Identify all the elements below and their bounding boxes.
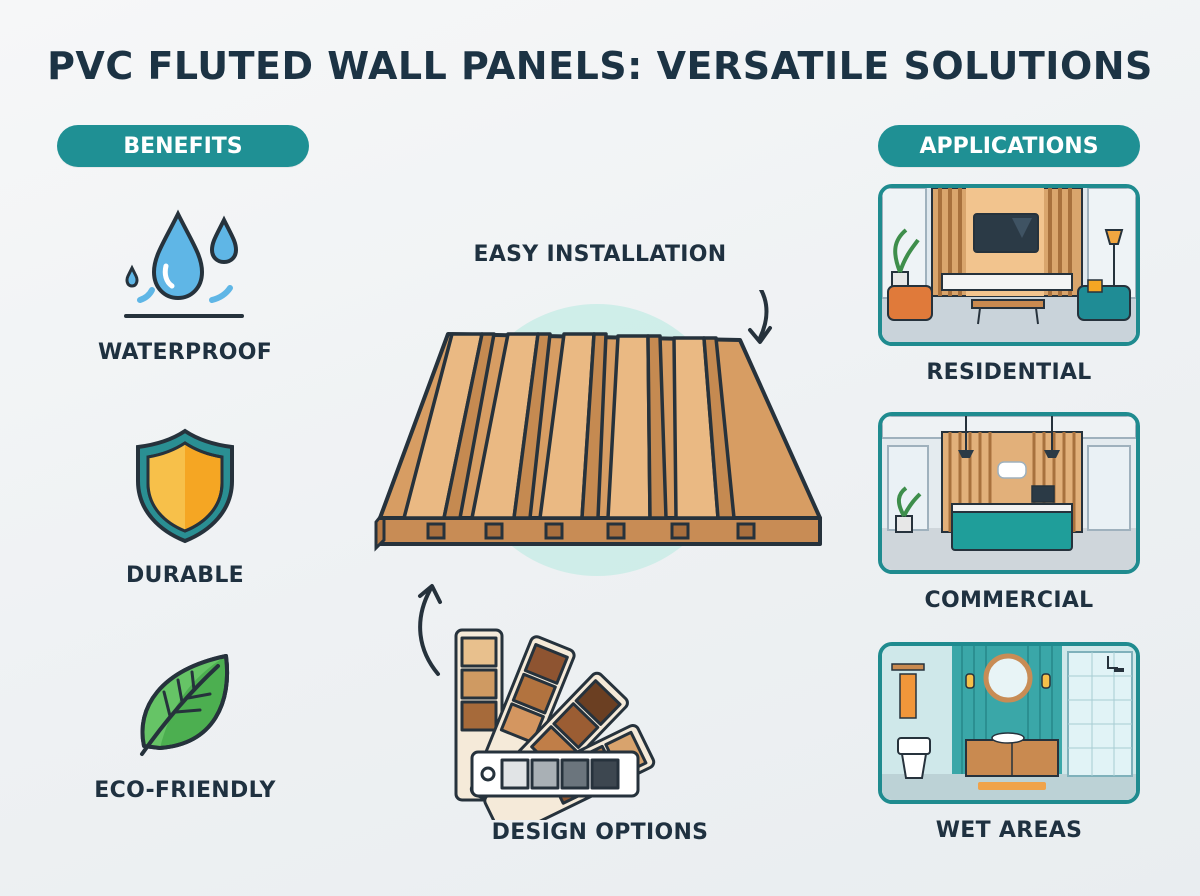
water-drops-icon bbox=[124, 209, 244, 318]
fluted-panel-illustration bbox=[374, 290, 822, 820]
shield-icon bbox=[136, 428, 234, 544]
application-wet-areas-label: WET AREAS bbox=[935, 818, 1083, 843]
leaf-icon bbox=[140, 654, 230, 756]
easy-installation-label: EASY INSTALLATION bbox=[473, 242, 727, 267]
benefit-waterproof-label: WATERPROOF bbox=[97, 340, 273, 365]
application-residential-label: RESIDENTIAL bbox=[926, 360, 1092, 385]
benefit-eco-friendly-label: ECO-FRIENDLY bbox=[94, 778, 276, 803]
reception-desk-illustration bbox=[882, 416, 1136, 570]
design-options-label: DESIGN OPTIONS bbox=[491, 820, 709, 845]
bathroom-illustration bbox=[882, 646, 1136, 800]
page-title: PVC FLUTED WALL PANELS: VERSATILE SOLUTI… bbox=[47, 44, 1153, 88]
residential-card bbox=[878, 184, 1140, 346]
arrow-design-options bbox=[418, 588, 440, 676]
color-swatch-fan bbox=[454, 628, 656, 820]
benefits-heading: BENEFITS bbox=[57, 125, 309, 167]
applications-heading: APPLICATIONS bbox=[878, 125, 1140, 167]
application-commercial-label: COMMERCIAL bbox=[924, 588, 1094, 613]
benefit-durable-label: DURABLE bbox=[125, 563, 244, 588]
commercial-card bbox=[878, 412, 1140, 574]
living-room-illustration bbox=[882, 188, 1136, 342]
arrow-easy-installation bbox=[758, 290, 769, 340]
wet-areas-card bbox=[878, 642, 1140, 804]
